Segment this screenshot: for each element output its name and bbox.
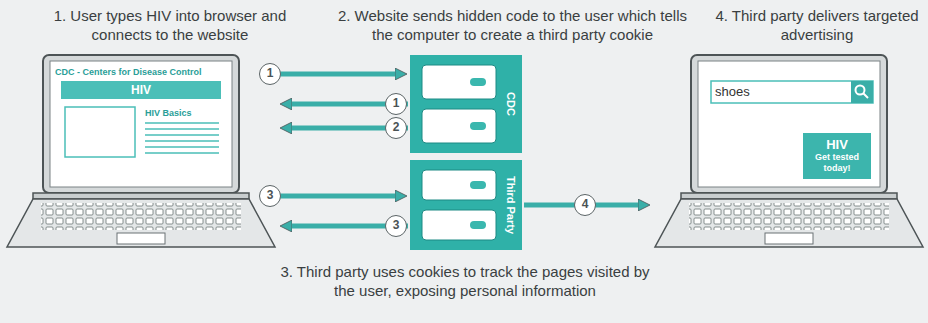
server-unit <box>422 170 496 200</box>
step-caption: 3. Third party uses cookies to track the… <box>280 262 650 300</box>
callout-number: 3 <box>259 185 281 207</box>
callout-number: 3 <box>385 215 407 237</box>
data-flow-arrow <box>279 72 399 77</box>
server-unit <box>422 210 496 240</box>
search-query: shoes <box>715 81 849 103</box>
step-caption: 4. Third party delivers targeted adverti… <box>712 6 922 44</box>
laptop-part <box>7 55 275 247</box>
server-unit <box>422 109 496 143</box>
laptop-part <box>711 81 873 103</box>
ad-box: HIVGet tested today! <box>803 133 871 179</box>
callout-number: 2 <box>385 117 407 139</box>
step-caption: 2. Website sends hidden code to the user… <box>335 6 690 44</box>
server-name: CDC <box>502 59 520 149</box>
ad-text: Get tested today! <box>806 152 868 174</box>
callout-number: 1 <box>259 63 281 85</box>
status-light <box>470 181 486 189</box>
laptop-part <box>851 81 873 103</box>
laptop-part <box>655 55 923 247</box>
status-light <box>470 78 486 86</box>
step-caption: 1. User types HIV into browser and conne… <box>52 6 288 44</box>
server-unit <box>422 210 496 240</box>
server-unit <box>422 65 496 99</box>
data-flow-arrow <box>279 194 399 199</box>
server-box: Third Party <box>410 160 522 250</box>
site-header: CDC - Centers for Disease Control <box>55 66 227 78</box>
laptop-part <box>856 86 865 95</box>
laptop-part <box>145 123 219 153</box>
server-box: CDC <box>410 55 522 153</box>
laptop-screen: shoesHIVGet tested today! <box>653 55 925 250</box>
laptop-illustration <box>655 55 923 247</box>
callout-number: 4 <box>574 194 596 216</box>
server-unit <box>422 170 496 200</box>
link-heading: HIV Basics <box>145 107 227 119</box>
server-name: Third Party <box>502 164 520 246</box>
status-light <box>470 122 486 130</box>
page-title: HIV <box>61 81 221 99</box>
laptop-part <box>65 107 135 157</box>
status-light <box>470 221 486 229</box>
callout-number: 1 <box>385 93 407 115</box>
laptop-screen: CDC - Centers for Disease ControlHIV HIV … <box>5 55 277 250</box>
laptop-part <box>864 94 869 99</box>
server-unit <box>422 109 496 143</box>
ad-title: HIV <box>806 137 868 152</box>
laptop-illustration <box>7 55 275 247</box>
server-unit <box>422 65 496 99</box>
